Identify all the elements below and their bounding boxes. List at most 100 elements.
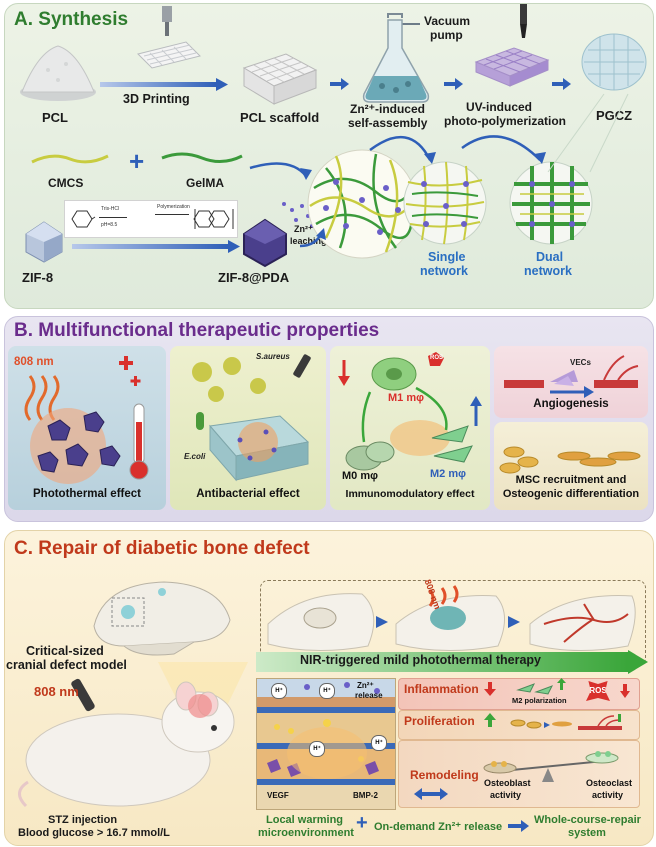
curved-arrows-a	[249, 93, 629, 248]
zn-release-label-2: release	[355, 691, 383, 700]
zn-release-label-1: Zn²⁺	[357, 681, 374, 690]
summary-arrow	[508, 820, 529, 832]
vegf-label: VEGF	[267, 791, 289, 800]
cmcs-fiber	[31, 154, 109, 164]
pgcz-label: PGCZ	[596, 108, 633, 123]
cmcs-label: CMCS	[48, 176, 84, 190]
m1-label: M1 mφ	[388, 392, 424, 404]
section-c-title: C. Repair of diabetic bone defect	[14, 538, 310, 559]
photothermal-label: Photothermal effect	[33, 488, 141, 500]
m2-cells-icon	[516, 678, 566, 695]
pcl-powder-image	[20, 45, 96, 101]
m2-polarization-label: M2 polarization	[512, 696, 567, 705]
bone-repair-sequence	[267, 585, 636, 652]
reaction-arrow-2	[155, 214, 189, 215]
reaction-arrow-1	[99, 217, 127, 218]
arrow-zif-to-pda	[72, 240, 240, 253]
photothermal-card: 808 nm Photothermal effect	[8, 346, 166, 510]
zn-assembly-label-1: Zn²⁺-induced	[350, 102, 425, 116]
ros-badge-c: ROS	[586, 681, 610, 701]
inflammation-label: Inflammation	[404, 682, 479, 696]
remodeling-label: Remodeling	[410, 768, 479, 782]
mouse-image	[18, 662, 248, 808]
single-network-circle	[403, 161, 487, 245]
zn-leaching-label-1: Zn²⁺	[294, 224, 313, 234]
flask-image	[362, 13, 430, 103]
dopamine-structure	[71, 210, 96, 228]
zif8-crystal	[25, 221, 63, 263]
immunomodulatory-illustration	[338, 352, 482, 471]
angiogenesis-label: Angiogenesis	[533, 398, 609, 410]
whole-course-label-2: system	[568, 827, 606, 839]
uv-label-2: photo-polymerization	[444, 114, 566, 128]
vessel-icon	[578, 714, 622, 730]
msc-label-2: Osteogenic differentiation	[502, 488, 640, 500]
section-a-title: A. Synthesis	[14, 9, 129, 30]
section-b-title: B. Multifunctional therapeutic propertie…	[14, 320, 380, 341]
immunomodulatory-label: Immunomodulatory effect	[345, 488, 475, 500]
mixed-network-circle	[307, 149, 417, 259]
antibacterial-card: S.aureus E.coli Antibacterial effect	[170, 346, 326, 510]
msc-label-1: MSC recruitment and	[515, 474, 627, 486]
m2-label: M2 mφ	[430, 468, 466, 480]
vecs-label: VECs	[570, 358, 591, 367]
ph-label: pH=8.5	[101, 222, 118, 228]
panel-synthesis	[4, 3, 654, 309]
pcl-scaffold-image	[242, 53, 318, 105]
stz-label: STZ injection	[48, 814, 118, 826]
angiogenesis-illustration	[504, 355, 639, 398]
dual-network-label-2: network	[524, 264, 572, 278]
osteoclast-label-1: Osteoclast	[586, 778, 633, 788]
inflammation-down-arrow	[484, 682, 496, 696]
local-warming-label-1: Local warming	[266, 814, 344, 826]
gelma-fiber	[161, 152, 243, 163]
zif8-pda-label: ZIF-8@PDA	[218, 270, 290, 285]
hplus-badge-2: H⁺	[319, 683, 335, 699]
dual-network-label-1: Dual	[536, 250, 564, 264]
hplus-badge-3: H⁺	[309, 741, 325, 757]
remodeling-balance-arrows	[414, 788, 448, 800]
vacuum-label-1: Vacuum	[424, 14, 471, 28]
3d-printer-image	[137, 6, 201, 69]
osteoclast-label-2: activity	[592, 790, 624, 800]
arrow-to-uv	[444, 78, 463, 90]
tris-label: Tris-HCl	[101, 206, 120, 212]
msc-card: MSC recruitment and Osteogenic different…	[494, 422, 648, 510]
nir-arrow-bar	[256, 650, 648, 674]
3d-printing-label: 3D Printing	[123, 92, 190, 106]
proliferation-up-arrow	[484, 713, 496, 727]
plus-icon-c: +	[356, 812, 368, 834]
arrow-to-flask	[330, 78, 349, 90]
zif8-pda-crystal	[243, 218, 287, 268]
proliferation-cells-icon	[510, 719, 572, 729]
polymerization-label: Polymerization	[157, 204, 190, 210]
local-warming-label-2: microenvironment	[258, 827, 354, 839]
ecoli-label: E.coli	[184, 452, 206, 461]
glucose-label: Blood glucose > 16.7 mmol/L	[18, 827, 170, 839]
whole-course-label-1: Whole-course-repair	[534, 814, 641, 826]
photothermal-nm-label: 808 nm	[14, 356, 54, 368]
antibacterial-illustration	[192, 354, 311, 482]
arrow-printing	[100, 78, 228, 91]
photothermal-illustration	[24, 356, 149, 484]
zif8-label: ZIF-8	[22, 270, 54, 285]
ros-badge-b: ROS	[430, 355, 444, 361]
plus-icon: +	[129, 146, 145, 176]
pcl-label: PCL	[42, 110, 68, 125]
osteoblast-label-1: Osteoblast	[484, 778, 531, 788]
pcl-scaffold-label: PCL scaffold	[240, 110, 320, 125]
single-network-label-1: Single	[428, 250, 466, 264]
arrow-to-pgcz	[552, 78, 571, 90]
defect-model-label-1: Critical-sized	[26, 644, 104, 658]
single-network-label-2: network	[420, 264, 468, 278]
zn-assembly-label-2: self-assembly	[348, 116, 428, 130]
pda-structure	[193, 209, 234, 229]
gelma-label: GelMA	[186, 176, 225, 190]
uv-label-1: UV-induced	[466, 100, 533, 114]
skull-image	[93, 581, 231, 656]
balance-scale-icon	[483, 751, 619, 782]
mechanism-illustration: H⁺ H⁺ H⁺ H⁺ Zn²⁺ release VEGF BMP-2	[256, 678, 396, 810]
on-demand-label: On-demand Zn²⁺ release	[374, 821, 503, 833]
angiogenesis-card: VECs Angiogenesis	[494, 346, 648, 418]
mechanism-layers	[257, 679, 395, 785]
